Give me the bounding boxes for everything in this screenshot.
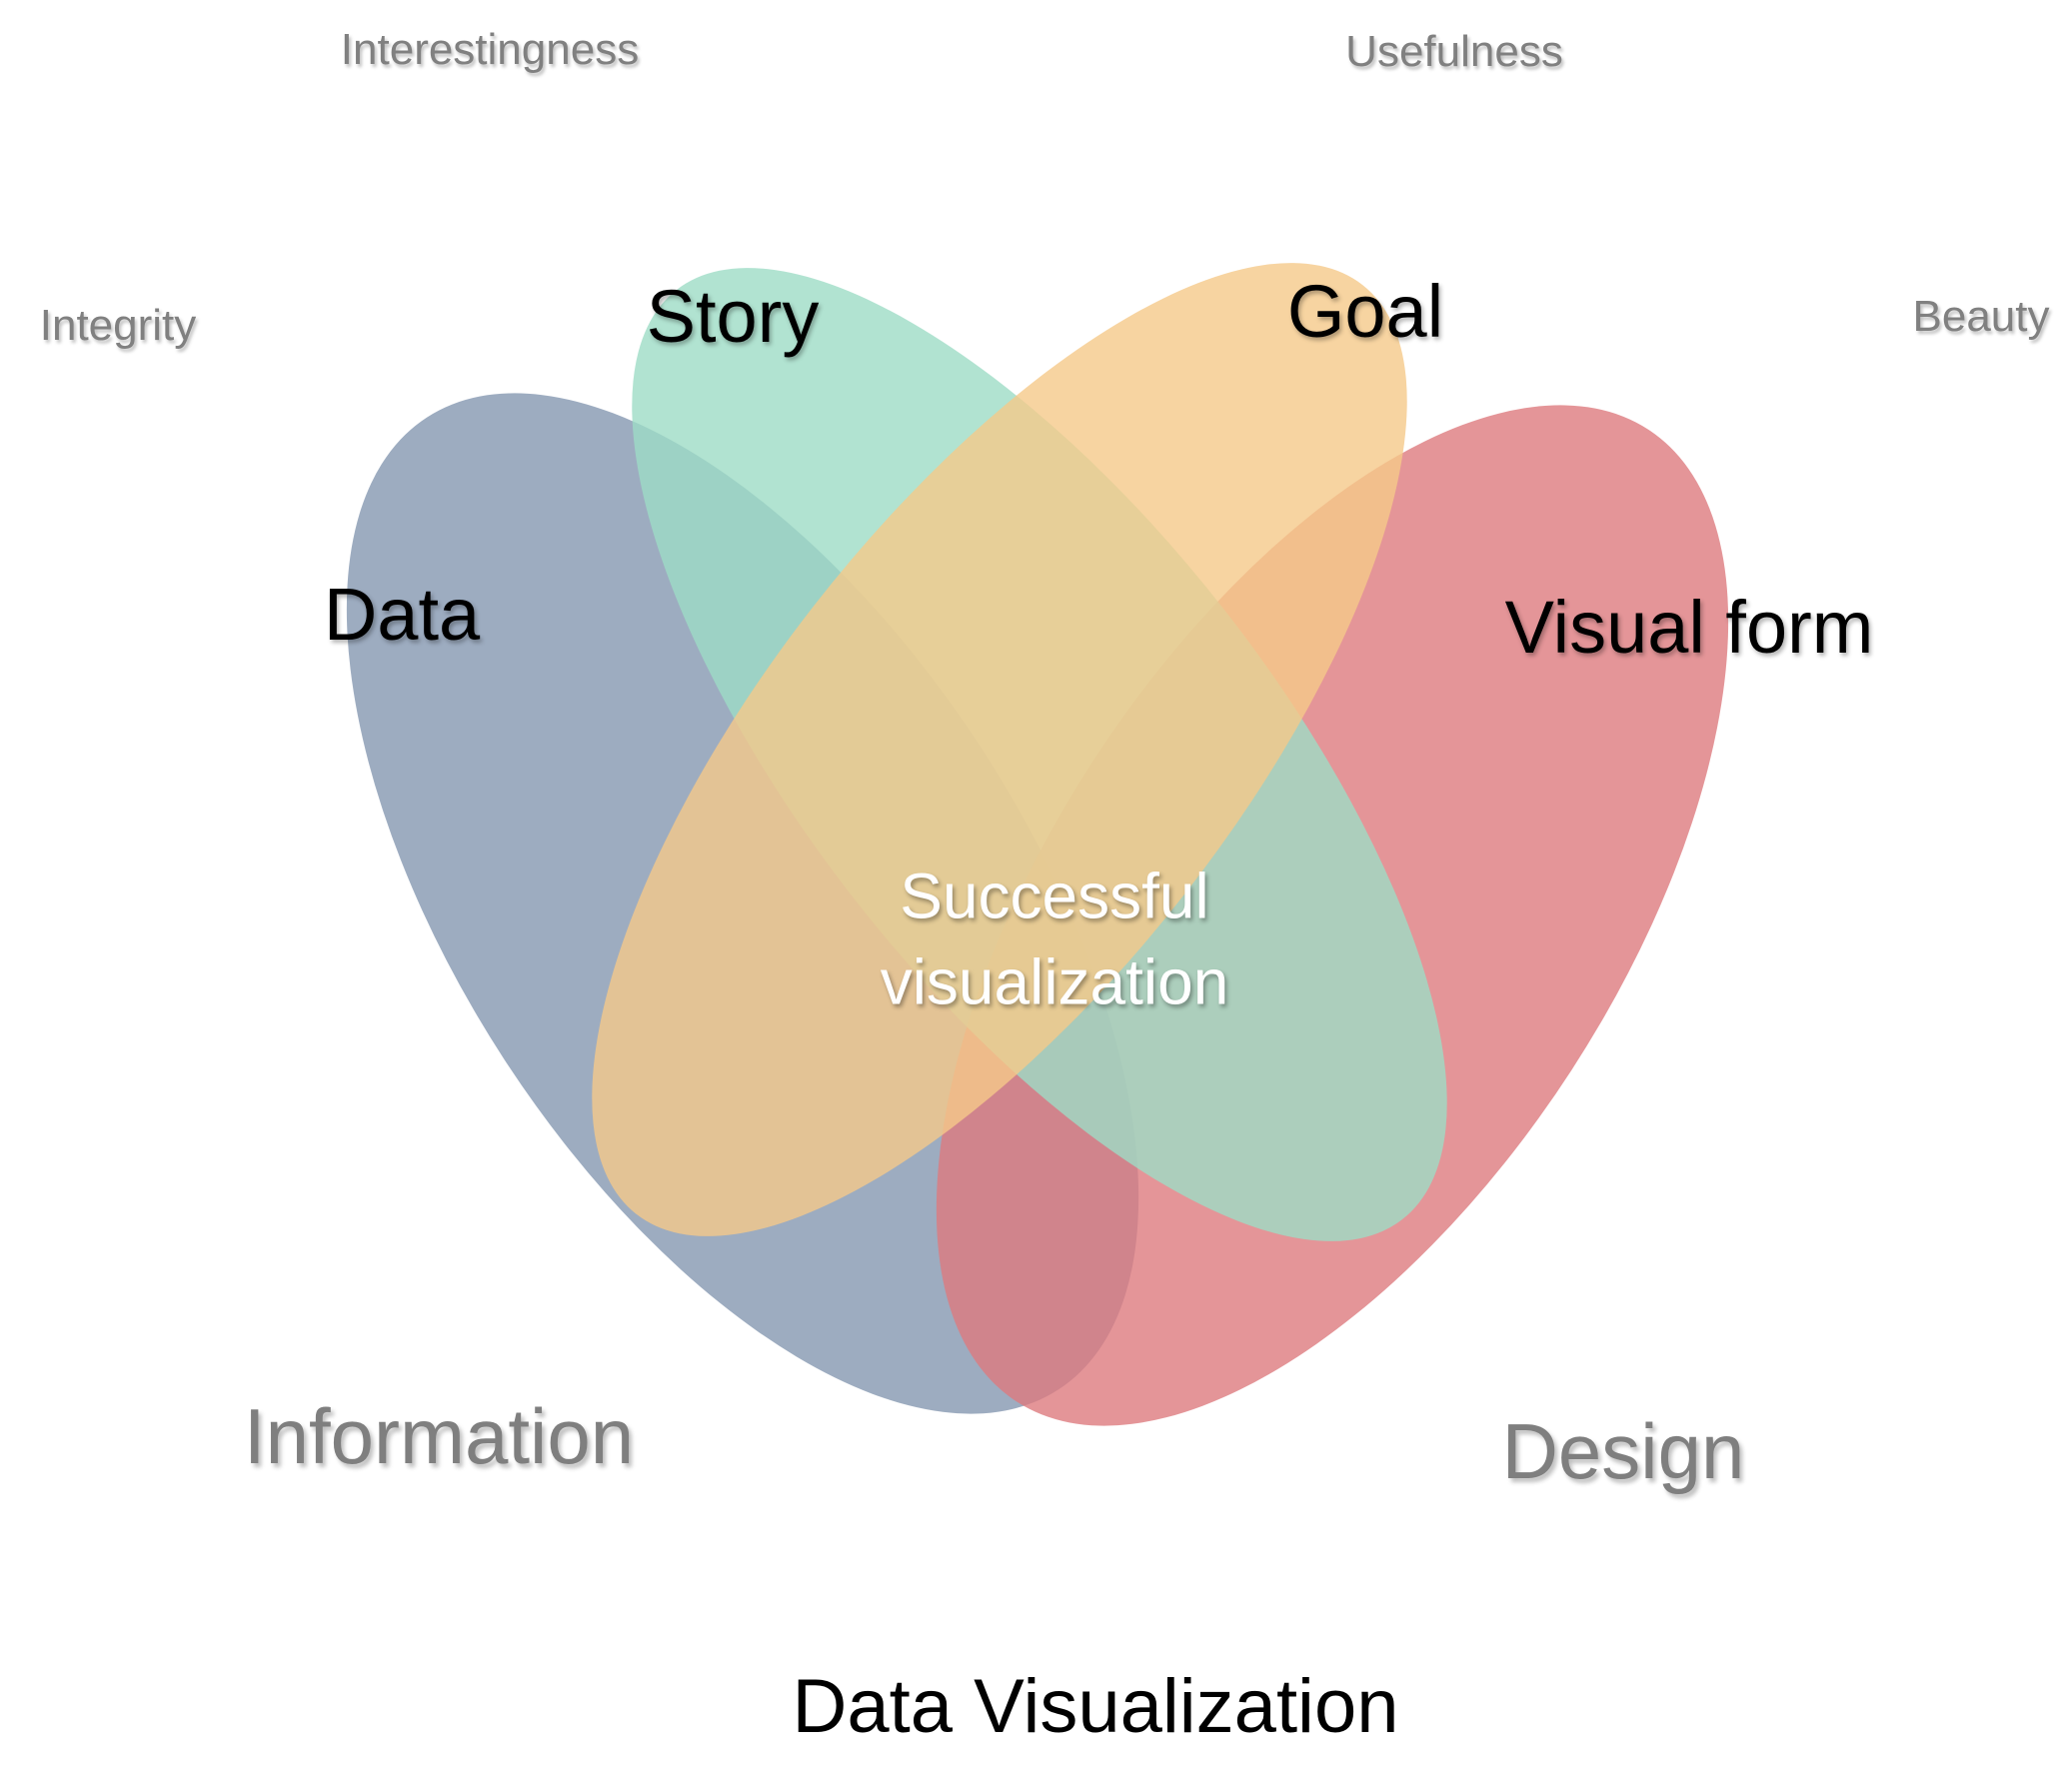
visual-form-label: Visual form xyxy=(1504,586,1874,669)
story-label: Story xyxy=(646,275,820,358)
data-label: Data xyxy=(323,573,481,656)
goal-ellipse xyxy=(592,263,1407,1236)
interestingness-label: Interestingness xyxy=(340,25,640,74)
usefulness-label: Usefulness xyxy=(1345,27,1563,76)
center-label-line1: Successful xyxy=(900,860,1209,932)
center-label-line2: visualization xyxy=(880,946,1229,1018)
design-label: Design xyxy=(1501,1407,1745,1495)
center-label: Successful visualization xyxy=(881,854,1229,1026)
goal-label: Goal xyxy=(1286,270,1444,353)
information-label: Information xyxy=(243,1392,635,1480)
beauty-label: Beauty xyxy=(1912,292,2050,341)
diagram-title: Data Visualization xyxy=(792,1664,1399,1749)
integrity-label: Integrity xyxy=(39,301,197,350)
